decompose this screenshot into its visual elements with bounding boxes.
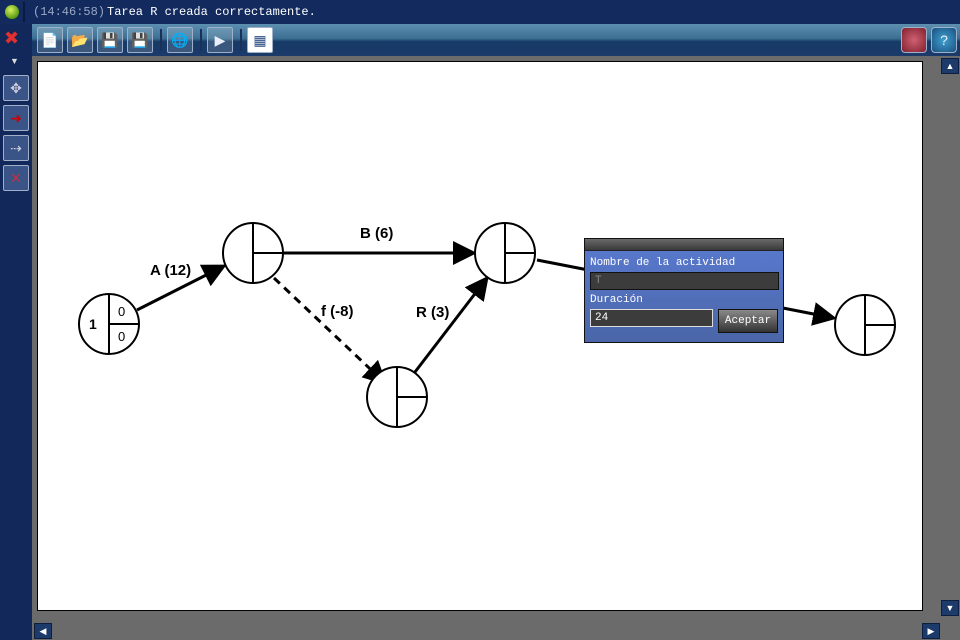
arrow-right-icon: ➜ [10,109,22,126]
duration-input[interactable]: 24 [590,309,713,327]
edge-a[interactable] [136,264,227,312]
divider [160,29,162,51]
edge-r[interactable] [413,275,489,373]
activity-name-input[interactable]: T [590,272,779,290]
delete-activity-tool[interactable]: ✕ [3,165,29,191]
accept-button[interactable]: Aceptar [718,309,778,333]
add-dummy-tool[interactable]: ⇢ [3,135,29,161]
horizontal-scrollbar[interactable]: ◀ ▶ [32,622,940,640]
node-late-time: 0 [118,329,125,344]
duration-label: Duración [590,294,643,306]
node-n5[interactable] [834,294,896,356]
dialog-titlebar[interactable] [585,239,783,251]
scroll-up-button[interactable]: ▲ [941,58,959,74]
scroll-down-button[interactable]: ▼ [941,600,959,616]
add-activity-tool[interactable]: ➜ [3,105,29,131]
edge-label: R (3) [416,304,449,321]
help-button[interactable]: ? [931,27,957,53]
node-n1[interactable]: 1 0 0 [78,293,140,355]
node-early-time: 0 [118,304,125,319]
edge-label: f (-8) [321,303,354,320]
move-tool[interactable]: ✥ [3,75,29,101]
toolbar: 📄 📂 💾 💾 🌐 ▶ ▦ ? [0,24,960,56]
node-n4[interactable] [366,366,428,428]
status-bar: (14:46:58) Tarea R creada correctamente. [0,0,960,24]
open-folder-icon: 📂 [71,31,89,48]
edge-label: B (6) [360,225,393,242]
export-button[interactable]: 🌐 [167,27,193,53]
tools-menu-icon[interactable]: ✖ [4,28,20,48]
status-message: Tarea R creada correctamente. [107,5,316,19]
play-icon: ▶ [214,31,226,48]
divider [23,2,25,22]
help-icon: ? [940,32,948,48]
status-time: (14:46:58) [33,5,106,19]
delete-arrow-icon: ✕ [10,169,22,186]
play-button[interactable]: ▶ [207,27,233,53]
new-file-button[interactable]: 📄 [37,27,63,53]
save-as-button[interactable]: 💾 [127,27,153,53]
divider [200,29,202,51]
grid-icon: ▦ [253,31,267,48]
node-n2[interactable] [222,222,284,284]
new-file-icon: 📄 [41,31,59,48]
scroll-right-button[interactable]: ▶ [922,623,940,639]
grid-button[interactable]: ▦ [247,27,273,53]
node-number: 1 [89,316,97,332]
vertical-scrollbar[interactable]: ▲ ▼ [940,56,960,622]
edge-f[interactable] [272,276,388,386]
divider [240,29,242,51]
name-label: Nombre de la actividad [590,257,736,269]
tool-panel: ✖ ▼ ✥ ➜ ⇢ ✕ [0,24,32,640]
activity-dialog: Nombre de la actividad T Duración 24 Ace… [584,238,784,343]
dashed-arrow-icon: ⇢ [10,139,22,156]
open-button[interactable]: 📂 [67,27,93,53]
node-n3[interactable] [474,222,536,284]
move-icon: ✥ [10,79,22,96]
network-button[interactable] [901,27,927,53]
save-button[interactable]: 💾 [97,27,123,53]
save-icon: 💾 [101,31,119,48]
save-as-icon: 💾 [131,31,149,48]
globe-export-icon: 🌐 [171,31,189,48]
edge-label: A (12) [150,262,191,279]
chevron-down-icon[interactable]: ▼ [10,56,19,66]
success-icon [5,5,19,19]
scroll-left-button[interactable]: ◀ [34,623,52,639]
